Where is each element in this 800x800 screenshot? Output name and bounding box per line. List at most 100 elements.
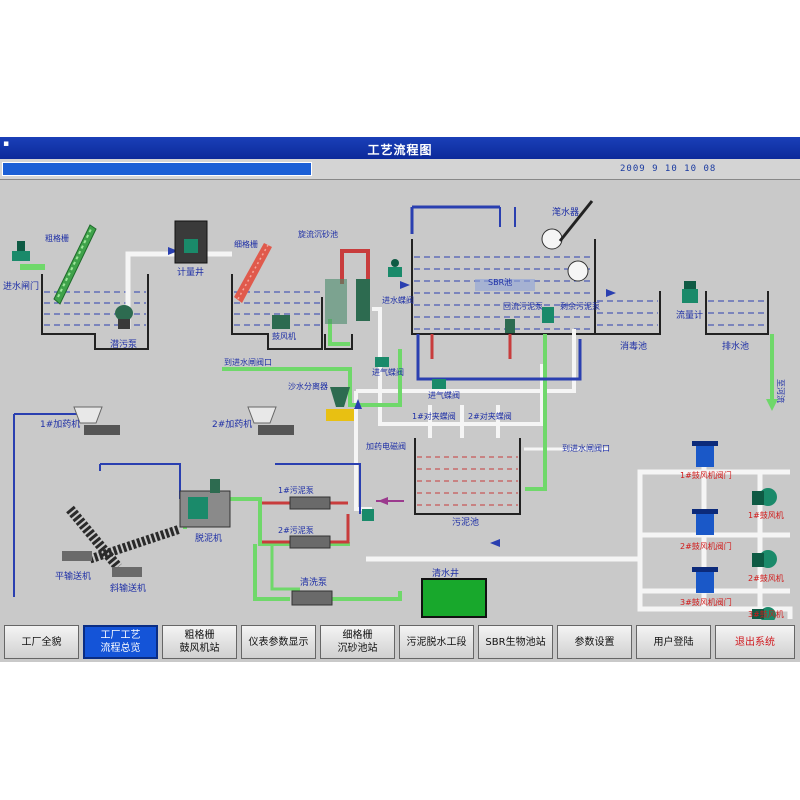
label-drain-pool: 排水池 bbox=[722, 340, 749, 352]
dosing-machine-1-icon[interactable] bbox=[73, 406, 120, 435]
label-flat-conveyor: 平输送机 bbox=[55, 570, 91, 582]
label-coarse-screen: 粗格栅 bbox=[45, 233, 69, 243]
label-blower-1: 1#鼓风机 bbox=[748, 510, 784, 520]
nav-sludge-dewatering[interactable]: 污泥脱水工段 bbox=[399, 625, 474, 659]
label-blower-3: 3#鼓风机 bbox=[748, 609, 784, 619]
label-to-inlet-gate-a: 到进水闸阀口 bbox=[224, 357, 272, 367]
intake-valve-2-icon[interactable] bbox=[432, 379, 446, 389]
label-decanter: 滗水器 bbox=[552, 206, 579, 218]
blower-valve-2-icon[interactable] bbox=[692, 509, 718, 535]
flow-arrows bbox=[168, 247, 616, 547]
blower-valve-3-icon[interactable] bbox=[692, 567, 718, 593]
label-sewage-pump: 潜污泵 bbox=[110, 338, 137, 350]
sbr-tank bbox=[411, 239, 596, 335]
label-to-river: 至河流 bbox=[776, 379, 786, 403]
water-levels bbox=[44, 256, 766, 330]
arrow-left-icon bbox=[490, 539, 500, 547]
label-incline-conveyor: 斜输送机 bbox=[110, 582, 146, 594]
nav-instrument-params[interactable]: 仪表参数显示 bbox=[241, 625, 316, 659]
intake-valve-icon[interactable] bbox=[375, 357, 389, 367]
blower-valve-1-icon[interactable] bbox=[692, 441, 718, 467]
process-diagram: 进水闸门 粗格栅 潜污泵 计量井 细格栅 旋流沉砂池 鼓风机 到进水闸阀口 沙水… bbox=[3, 200, 793, 620]
label-dosing-valve: 加药电磁阀 bbox=[366, 441, 406, 451]
blower-3-icon[interactable] bbox=[752, 607, 776, 620]
incline-conveyor-motor bbox=[112, 567, 142, 577]
blower-icon[interactable] bbox=[272, 315, 290, 329]
nav-parameter-settings[interactable]: 参数设置 bbox=[557, 625, 632, 659]
status-field bbox=[2, 162, 312, 176]
blower-2-icon[interactable] bbox=[752, 550, 777, 568]
arrow-down-icon bbox=[766, 399, 778, 411]
label-sludge-pump-2: 2#污泥泵 bbox=[278, 525, 314, 535]
clear-well-icon bbox=[421, 578, 487, 618]
drain-tank bbox=[705, 291, 769, 335]
sewage-pump-icon[interactable] bbox=[115, 305, 133, 329]
return-sludge-pump-icon[interactable] bbox=[505, 319, 515, 333]
sludge-tank bbox=[414, 438, 521, 515]
fine-screen-icon[interactable] bbox=[234, 243, 272, 303]
fine-screen-tank bbox=[231, 274, 323, 350]
hmi-window: ▪ 工艺流程图 2009 9 10 10 08 bbox=[0, 137, 800, 662]
sbr-aerator-icon bbox=[475, 279, 535, 291]
label-return-sludge-pump: 回流污泥泵 bbox=[503, 301, 543, 311]
wash-pump-icon[interactable] bbox=[291, 590, 333, 606]
excess-sludge-pump-icon[interactable] bbox=[542, 307, 554, 323]
label-excess-sludge-pump: 剩余污泥泵 bbox=[560, 301, 600, 311]
grit-equipment-icon[interactable] bbox=[325, 279, 370, 324]
nav-user-login[interactable]: 用户登陆 bbox=[636, 625, 711, 659]
label-sludge-pool: 污泥池 bbox=[452, 516, 479, 528]
arrow-up-icon bbox=[354, 399, 362, 409]
nav-plant-overview[interactable]: 工厂全貌 bbox=[4, 625, 79, 659]
label-blower: 鼓风机 bbox=[272, 331, 296, 341]
disinfection-tank bbox=[594, 291, 661, 335]
label-meter-well: 计量井 bbox=[177, 266, 204, 278]
label-intake-valve-2: 进气蝶阀 bbox=[428, 390, 460, 400]
coarse-screen-icon[interactable] bbox=[53, 224, 97, 305]
label-inlet-valve: 进水蝶阀 bbox=[382, 295, 414, 305]
decanter-icon[interactable] bbox=[541, 200, 594, 282]
label-grit-chamber: 旋流沉砂池 bbox=[298, 229, 338, 239]
label-blower-2: 2#鼓风机 bbox=[748, 573, 784, 583]
dewatering-machine-icon[interactable] bbox=[179, 479, 231, 528]
datetime-display: 2009 9 10 10 08 bbox=[620, 164, 717, 174]
grit-chamber-tank bbox=[324, 334, 353, 350]
nav-coarse-screen-blower[interactable]: 粗格栅 鼓风机站 bbox=[162, 625, 237, 659]
meter-well-icon bbox=[174, 220, 208, 264]
label-blower-valve-3: 3#鼓风机阀门 bbox=[680, 597, 732, 607]
coarse-screen-tank bbox=[41, 274, 149, 350]
label-inlet-gate: 进水闸门 bbox=[3, 280, 39, 292]
label-sludge-pump-1: 1#污泥泵 bbox=[278, 485, 314, 495]
label-disinfection: 消毒池 bbox=[620, 340, 647, 352]
diagram-labels: 进水闸门 粗格栅 潜污泵 计量井 细格栅 旋流沉砂池 鼓风机 到进水闸阀口 沙水… bbox=[3, 206, 786, 619]
flowmeter-icon[interactable] bbox=[682, 281, 698, 303]
nav-fine-screen-grit[interactable]: 细格栅 沉砂池站 bbox=[320, 625, 395, 659]
nav-sbr-station[interactable]: SBR生物池站 bbox=[478, 625, 553, 659]
nav-process-overview[interactable]: 工厂工艺 流程总览 bbox=[83, 625, 158, 659]
window-menu-icon[interactable]: ▪ bbox=[3, 139, 10, 149]
sand-separator-icon[interactable] bbox=[326, 387, 354, 421]
label-clear-well: 清水井 bbox=[432, 567, 459, 579]
inlet-gate-icon[interactable] bbox=[12, 241, 30, 261]
blower-1-icon[interactable] bbox=[752, 488, 777, 506]
label-blower-valve-1: 1#鼓风机阀门 bbox=[680, 470, 732, 480]
conveyor-icons[interactable] bbox=[62, 505, 182, 577]
inlet-valve-icon[interactable] bbox=[388, 259, 402, 277]
sludge-pump-1-icon[interactable] bbox=[289, 496, 331, 510]
label-wash-pump: 清洗泵 bbox=[300, 576, 327, 588]
sludge-return-line bbox=[376, 500, 404, 502]
dosing-valve-icon[interactable] bbox=[362, 509, 374, 521]
label-dosing-1: 1#加药机 bbox=[40, 418, 80, 430]
dosing-machine-2-icon[interactable] bbox=[247, 406, 294, 435]
arrow-right-icon bbox=[606, 289, 616, 297]
flat-conveyor-motor bbox=[62, 551, 92, 561]
label-blower-valve-2: 2#鼓风机阀门 bbox=[680, 541, 732, 551]
river-outlet bbox=[766, 334, 778, 411]
tank-walls bbox=[41, 239, 769, 515]
label-sbr: SBR池 bbox=[488, 277, 512, 287]
sludge-levels bbox=[417, 456, 518, 506]
label-dosing-2: 2#加药机 bbox=[212, 418, 252, 430]
nav-exit-system[interactable]: 退出系统 bbox=[715, 625, 795, 659]
sludge-pump-2-icon[interactable] bbox=[289, 535, 331, 549]
arrow-right-icon bbox=[400, 281, 410, 289]
label-to-inlet-gate-b: 到进水闸阀口 bbox=[562, 443, 610, 453]
